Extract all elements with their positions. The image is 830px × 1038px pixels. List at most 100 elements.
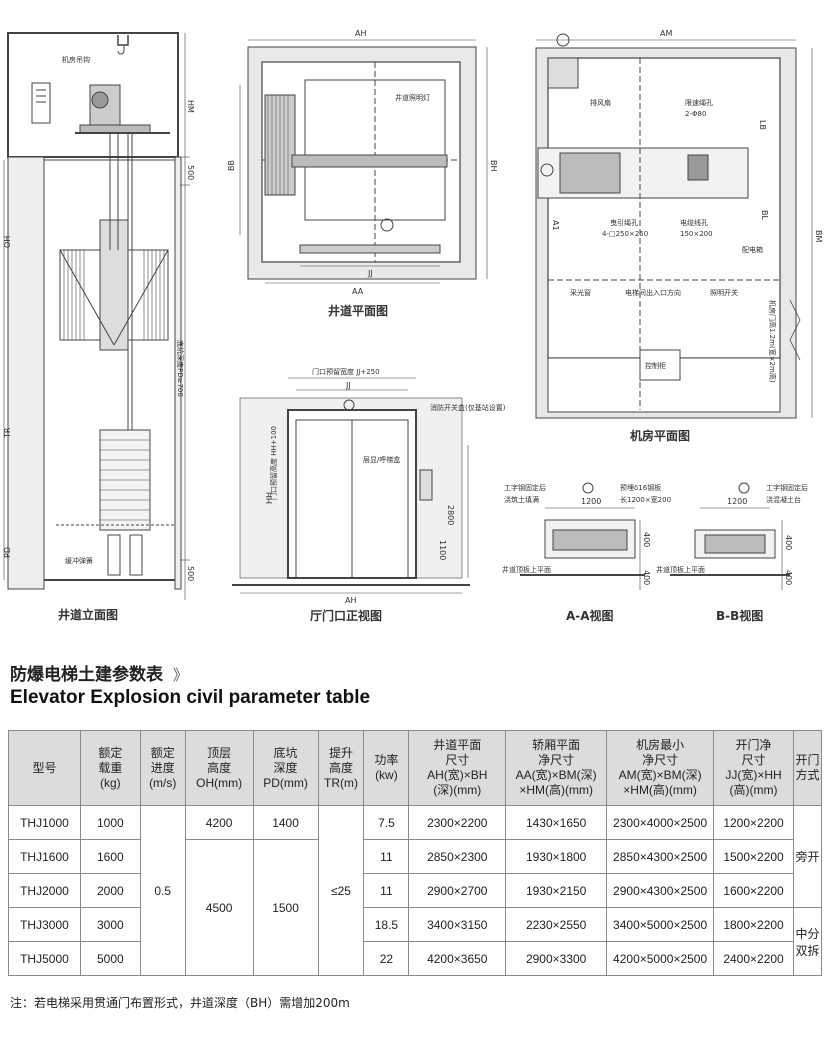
cell-pd: 1400 (252, 805, 319, 840)
section-bb-label-beam: 工字钢固定后 (766, 483, 808, 492)
cell-tr: ≤25 (317, 805, 365, 976)
cell-power: 7.5 (363, 805, 410, 840)
elevation-dim-oh: OH (3, 236, 12, 248)
shaft-plan-caption: 井道平面图 (328, 303, 388, 318)
section-title: 防爆电梯土建参数表》 Elevator Explosion civil para… (10, 660, 820, 709)
section-bb-dim-h1: 400 (784, 535, 793, 550)
section-aa-label-plate-size: 长1200×宽200 (620, 495, 671, 504)
cell-power: 11 (363, 873, 410, 908)
technical-drawings: 机房吊钩 缓冲弹簧 HM 500 500 OH TR PD 底坑深度PD≥700… (3, 29, 823, 623)
machine-room-label-wire-hole: 电缆线孔 (680, 218, 708, 227)
cell-model: THJ1600 (8, 839, 81, 874)
cell-model: THJ2000 (8, 873, 81, 908)
table-row: THJ5000 5000 22 4200×3650 2900×3300 4200… (8, 941, 822, 976)
machine-room-label-cable-hole: 限速绳孔 (685, 98, 713, 107)
cell-room: 2850×4300×2500 (606, 839, 715, 874)
cell-room: 2900×4300×2500 (606, 873, 715, 908)
cell-door: 1600×2200 (713, 873, 794, 908)
elevation-dim-hm: HM (186, 100, 195, 113)
door-front-dim-hh: HH (265, 492, 274, 504)
elevation-label-hook: 机房吊钩 (62, 55, 90, 64)
door-front-drawing (232, 377, 470, 594)
door-front-dim-ah: AH (345, 596, 357, 605)
cell-model: THJ5000 (8, 941, 81, 976)
table-row: THJ1600 1600 4500 1500 11 2850×2300 1930… (8, 839, 822, 976)
cell-load: 3000 (79, 907, 141, 942)
table-row: THJ1000 1000 0.5 4200 1400 ≤25 7.5 2300×… (8, 805, 822, 976)
table-row: THJ3000 3000 18.5 3400×3150 2230×2550 34… (8, 907, 822, 976)
machine-room-plan-drawing (535, 33, 813, 419)
section-aa-label-floor: 井道顶板上平面 (502, 565, 551, 574)
door-front-dim-top: 门口预留宽度 JJ+250 (312, 367, 380, 376)
section-bb-label-floor: 井道顶板上平面 (656, 565, 705, 574)
door-front-caption: 厅门口正视图 (310, 608, 382, 623)
shaft-plan-dim-bb: BB (227, 160, 236, 171)
machine-room-label-light-switch: 照明开关 (710, 288, 738, 297)
machine-room-label-door: 电梯间出入口方向 (625, 288, 681, 297)
cell-car: 1930×1800 (505, 839, 608, 874)
cell-pd: 1500 (252, 839, 319, 976)
cell-shaft: 4200×3650 (408, 941, 507, 976)
header-power: 功率(kw) (363, 730, 410, 806)
cell-load: 5000 (79, 941, 141, 976)
header-speed: 额定进度(m/s) (139, 730, 186, 806)
section-bb-drawing (670, 482, 790, 590)
machine-room-dim-a1: A1 (551, 220, 560, 231)
cell-speed: 0.5 (139, 805, 186, 976)
elevation-label-pit: 底坑深度PD≥700 (176, 340, 185, 397)
cell-room: 4200×5000×2500 (606, 941, 715, 976)
cell-car: 2900×3300 (505, 941, 608, 976)
footnote: 注：若电梯采用贯通门布置形式，井道深度（BH）需增加200m (10, 996, 350, 1010)
cell-model: THJ1000 (8, 805, 81, 840)
machine-room-label-rope-spec: 4-□250×250 (602, 230, 648, 238)
cell-door-type: 中分双拆 (793, 907, 822, 976)
cell-door: 1200×2200 (713, 805, 794, 840)
section-aa-dim-w: 1200 (581, 497, 601, 506)
cell-shaft: 2900×2700 (408, 873, 507, 908)
section-bb-caption: B-B视图 (716, 608, 763, 623)
shaft-plan-dim-aa: AA (352, 287, 364, 296)
machine-room-label-cable-spec: 2-Φ80 (685, 110, 706, 118)
machine-room-label-rope-hole: 曳引绳孔 (610, 218, 638, 227)
shaft-plan-drawing (239, 39, 488, 284)
title-chinese: 防爆电梯土建参数表 (10, 665, 163, 685)
section-bb-label-concrete: 浇混凝土台 (766, 495, 801, 504)
machine-room-label-exhaust: 排风扇 (590, 98, 611, 107)
machine-room-label-distribution: 配电箱 (742, 245, 763, 254)
cell-shaft: 2850×2300 (408, 839, 507, 874)
section-aa-label-beam: 工字钢固定后 (504, 483, 546, 492)
section-bb-dim-h2: 400 (784, 570, 793, 585)
cell-door: 1800×2200 (713, 907, 794, 942)
header-model: 型号 (8, 730, 81, 806)
cell-oh: 4500 (184, 839, 254, 976)
machine-room-label-window: 采光窗 (570, 288, 591, 297)
section-aa-dim-h2: 400 (642, 570, 651, 585)
shaft-elevation-drawing (3, 32, 190, 600)
machine-room-label-control: 控制柜 (645, 361, 666, 370)
elevation-dim-bottom: 500 (186, 566, 195, 581)
machine-room-label-height: 机房门高1.2m(宽×2m高) (768, 300, 777, 383)
cell-load: 1600 (79, 839, 141, 874)
cell-door-type: 旁开 (793, 805, 822, 908)
elevation-dim-pd: PD (3, 547, 12, 558)
section-bb-dim-w: 1200 (727, 497, 747, 506)
shaft-plan-dim-bh: BH (489, 160, 498, 172)
section-aa-label-concrete: 浇筑土填满 (504, 495, 539, 504)
title-english: Elevator Explosion civil parameter table (10, 687, 371, 708)
shaft-plan-dim-jj: JJ (367, 269, 373, 278)
cell-door: 1500×2200 (713, 839, 794, 874)
door-front-label-fire: 消防开关盒(仅基站设置) (430, 403, 506, 412)
cell-power: 18.5 (363, 907, 410, 942)
section-aa-label-plate: 预埋δ16钢板 (620, 483, 661, 492)
elevation-label-buffer: 缓冲弹簧 (65, 556, 93, 565)
shaft-plan-label-light: 井道照明灯 (395, 93, 430, 102)
elevation-caption: 井道立面图 (58, 607, 118, 622)
machine-room-label-wire-spec: 150×200 (680, 230, 713, 238)
machine-room-dim-bm: BM (814, 230, 823, 242)
section-aa-drawing (520, 482, 645, 590)
